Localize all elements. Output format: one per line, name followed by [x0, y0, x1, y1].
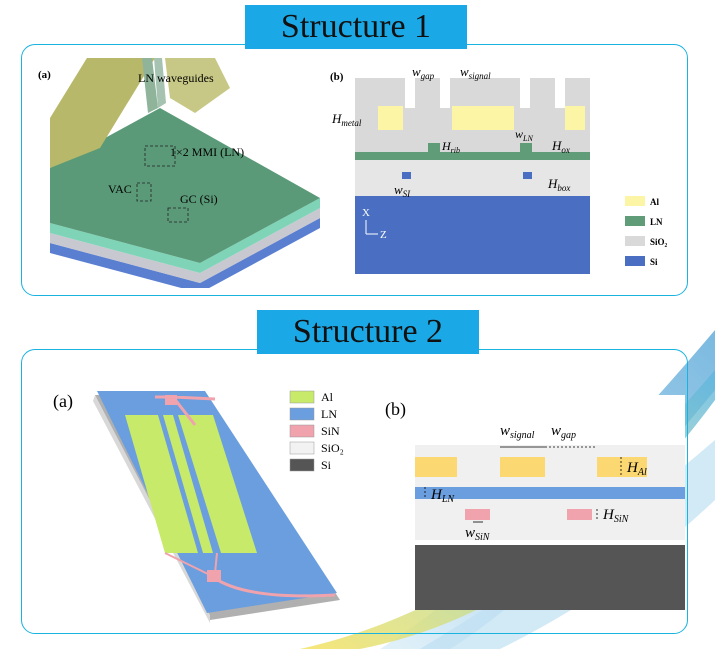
- dim-h-ox: Hox: [551, 138, 570, 155]
- legend-label-sio2: SiO₂: [321, 441, 344, 455]
- metal-electrode-right: [165, 58, 230, 113]
- structure1-cross-section-figure: (b) wgap wsignal Hmetal Hrib wLN Hox Hbo…: [330, 68, 668, 274]
- structure2-title: Structure 2: [257, 310, 479, 354]
- structure1-title: Structure 1: [245, 5, 467, 49]
- waveguide-strips: [154, 58, 166, 108]
- metal-electrode-left: [50, 58, 155, 168]
- gc-region-box: [167, 207, 189, 223]
- electrode-gap: [555, 78, 565, 108]
- al-electrode: [378, 106, 403, 130]
- dim-h-sin: HSiN: [602, 507, 630, 525]
- annotation-ln-waveguides: LN waveguides: [138, 71, 214, 85]
- dim-w-gap: wgap: [551, 423, 576, 441]
- legend-swatch-ln: [625, 216, 645, 226]
- axis-z-label: Z: [380, 229, 387, 241]
- electrode-gap: [405, 78, 415, 108]
- dim-w-ln: wLN: [515, 127, 533, 143]
- legend-label-sin: SiN: [321, 424, 340, 438]
- si-substrate: [415, 545, 685, 610]
- ln-film: [415, 487, 685, 499]
- vac-region-box: [136, 182, 152, 202]
- si-grating: [523, 172, 532, 179]
- dim-h-box: Hbox: [547, 176, 570, 193]
- chip-side: [93, 395, 210, 623]
- structure1-3d-device-figure: (a) LN waveguides 1×2 MMI (LN) VAC GC (S…: [38, 58, 320, 288]
- legend-label-ln: LN: [650, 217, 663, 227]
- sin-mmi: [165, 395, 177, 405]
- mmi-region-box: [144, 145, 176, 167]
- legend-swatch-sin: [289, 424, 315, 438]
- box-oxide: [355, 160, 590, 196]
- structure2-cross-section-figure: (b) wsignal wgap HAl HLN HSiN wSiN: [385, 395, 685, 610]
- al-electrode: [415, 457, 457, 477]
- structure2-panel-b-label: (b): [385, 399, 406, 420]
- dim-w-signal: wsignal: [460, 68, 491, 81]
- dim-h-rib: Hrib: [441, 139, 460, 155]
- sin-waveguide: [465, 509, 490, 520]
- annotation-mmi: 1×2 MMI (LN): [170, 145, 244, 159]
- electrode-gap: [520, 78, 530, 108]
- box-layer: [50, 208, 320, 283]
- ln-slab: [355, 152, 590, 160]
- al-electrode-left: [125, 415, 198, 553]
- legend-label-si: Si: [650, 257, 658, 267]
- annotation-vac: VAC: [108, 182, 132, 196]
- al-electrode: [452, 106, 514, 130]
- legend-swatch-si: [625, 256, 645, 266]
- structure1-panel-b-label: (b): [330, 71, 344, 83]
- al-electrode-signal: [163, 415, 213, 553]
- dim-h-al: HAl: [626, 460, 647, 478]
- structure2-panel-a-label: (a): [53, 391, 73, 412]
- al-electrode: [597, 457, 647, 477]
- sin-waveguide: [212, 575, 336, 598]
- legend-swatch-sio2: [289, 441, 315, 455]
- al-electrode: [500, 457, 545, 477]
- si-substrate: [355, 196, 590, 274]
- structure1-panel-a-label: (a): [38, 69, 51, 81]
- ln-slab-layer: [50, 198, 320, 273]
- dim-h-ln: HLN: [430, 487, 455, 505]
- legend-label-al: Al: [321, 390, 334, 404]
- al-electrode: [565, 106, 585, 130]
- oxide-top-surface: [50, 108, 320, 263]
- legend-label-sio2: SiO₂: [650, 237, 668, 247]
- legend-label-ln: LN: [321, 407, 337, 421]
- si-substrate-layer: [50, 218, 320, 288]
- dim-w-signal: wsignal: [500, 423, 535, 441]
- sin-waveguide: [164, 552, 218, 576]
- axis-x-label: X: [362, 207, 370, 219]
- legend-swatch-ln: [289, 407, 315, 421]
- electrode-gap: [440, 78, 450, 108]
- al-electrode-right: [178, 415, 257, 553]
- ln-rib: [520, 143, 532, 153]
- legend-swatch-si: [289, 458, 315, 472]
- dim-w-gap: wgap: [412, 68, 435, 81]
- legend-swatch-sio2: [625, 236, 645, 246]
- legend-label-si: Si: [321, 458, 332, 472]
- ln-rib: [428, 143, 440, 153]
- dim-w-sin: wSiN: [465, 525, 491, 543]
- legend-swatch-al: [625, 196, 645, 206]
- legend-label-al: Al: [650, 197, 659, 207]
- annotation-gc: GC (Si): [180, 192, 218, 206]
- dim-w-si: wSI: [394, 182, 411, 199]
- legend-swatch-al: [289, 390, 315, 404]
- structure2-3d-chip-figure: (a) Al LN SiN SiO₂ Si: [53, 390, 344, 623]
- si-grating: [402, 172, 411, 179]
- sin-waveguide: [567, 509, 592, 520]
- dim-h-metal: Hmetal: [331, 111, 362, 128]
- waveguide-strips: [142, 58, 158, 113]
